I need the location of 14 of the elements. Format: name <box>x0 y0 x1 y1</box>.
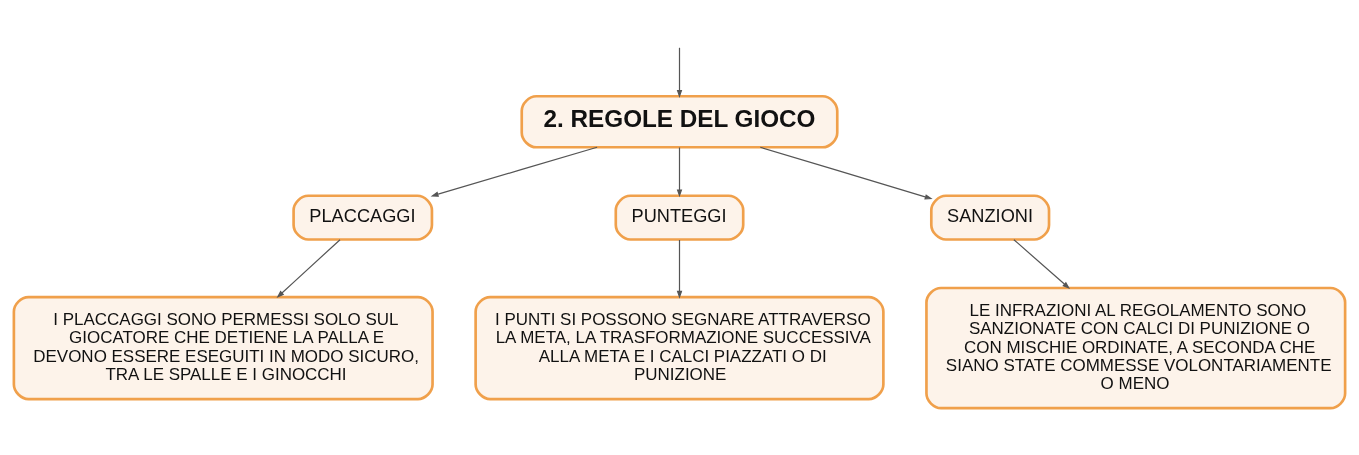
arrow <box>676 47 683 98</box>
arrow <box>276 239 341 298</box>
arrow <box>1013 239 1071 290</box>
node-box: I PLACCAGGI SONO PERMESSI SOLO SUL GIOCATORE CHE DETIENE LA PALLA E DEVONO ESSERE ESEGUITI IN MODO SICURO, TRA LE SPALLE E I GINOCCHI <box>12 295 434 401</box>
node-box: LE INFRAZIONI AL REGOLAMENTO SONO SANZIONATE CON CALCI DI PUNIZIONE O CON MISCHIE ORDINATE, A SECONDA CHE SIANO STATE COMMESSE VOLONTARIAMENTE O MENO <box>925 286 1347 410</box>
arrow <box>676 239 683 299</box>
node-box: SANZIONI <box>929 194 1051 241</box>
arrow <box>676 146 683 198</box>
node-box: PLACCAGGI <box>292 194 434 241</box>
node-box: PUNTEGGI <box>614 194 745 241</box>
node-box: 2. REGOLE DEL GIOCO <box>520 94 839 149</box>
arrow <box>759 146 933 200</box>
node-box: I PUNTI SI POSSONO SEGNARE ATTRAVERSO LA META, LA TRASFORMAZIONE SUCCESSIVA ALLA META E I CALCI PIAZZATI O DI PUNIZIONE <box>474 295 885 401</box>
arrow <box>430 146 598 197</box>
